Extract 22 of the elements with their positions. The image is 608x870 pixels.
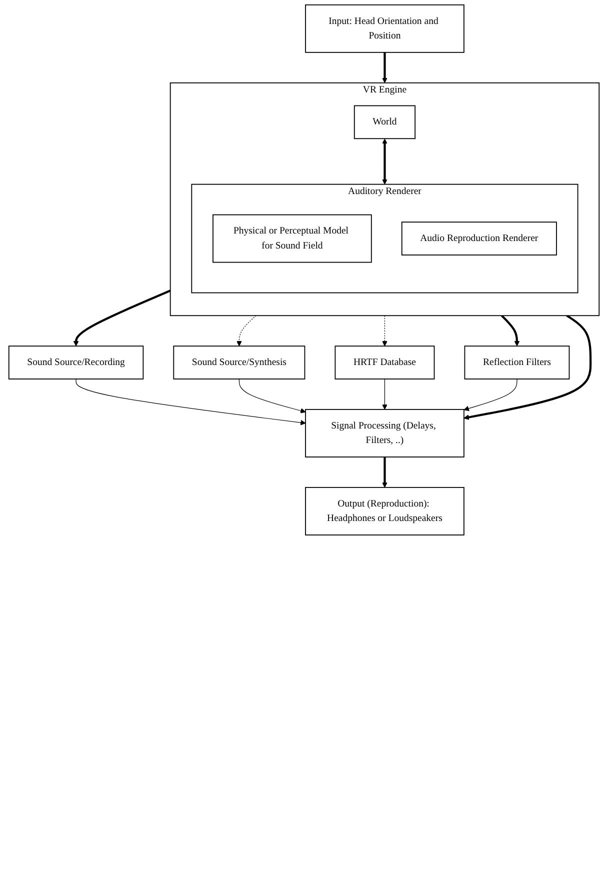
node-box: Audio Reproduction Renderer (401, 222, 557, 256)
node-box: Sound Source/Synthesis (173, 346, 306, 380)
node-box: Physical or Perceptual Model for Sound Field (212, 214, 372, 263)
arrow (236, 315, 256, 346)
arrow (500, 314, 520, 346)
arrow (464, 314, 592, 420)
arrow (382, 52, 388, 84)
node-box: Output (Reproduction): Headphones or Loudspeakers (305, 486, 464, 536)
arrow (76, 378, 306, 426)
node-box: Signal Processing (Delays, Filters, ..) (305, 409, 464, 458)
arrow (464, 378, 518, 412)
node-box: World (354, 105, 416, 140)
node-box: Input: Head Orientation and Position (305, 4, 464, 53)
arrow (73, 290, 171, 346)
arrow (382, 315, 388, 346)
node-box: Sound Source/Recording (8, 346, 144, 380)
arrow (238, 378, 306, 414)
node-box: HRTF Database (334, 346, 435, 380)
arrow (382, 138, 388, 185)
arrow (382, 378, 388, 410)
node-box: Reflection Filters (464, 346, 570, 380)
arrow (382, 456, 388, 488)
